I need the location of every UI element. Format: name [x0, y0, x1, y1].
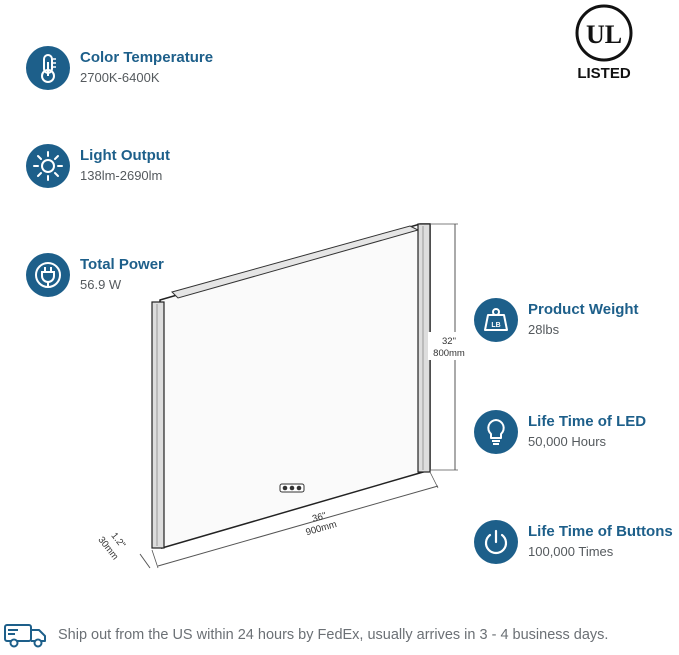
- spec-title: Product Weight: [528, 301, 639, 318]
- spec-title: Total Power: [80, 256, 164, 273]
- spec-value: 100,000 Times: [528, 544, 614, 559]
- spec-color-temperature: Color Temperature 2700K-6400K: [26, 46, 213, 90]
- left-led-strip: [151, 301, 165, 549]
- thermometer-icon: [26, 46, 70, 90]
- spec-value: 56.9 W: [80, 277, 122, 292]
- height-mm: 800mm: [433, 348, 465, 359]
- shipping-text: Ship out from the US within 24 hours by …: [58, 627, 609, 643]
- power-button-icon: [474, 520, 518, 564]
- touch-buttons: [279, 483, 305, 493]
- spec-life-time-buttons: Life Time of Buttons 100,000 Times: [474, 520, 673, 564]
- spec-value: 138lm-2690lm: [80, 168, 163, 183]
- weight-icon: LB: [474, 298, 518, 342]
- delivery-truck-icon: [4, 624, 46, 648]
- power-plug-icon: [26, 253, 70, 297]
- spec-title: Light Output: [80, 147, 170, 164]
- width-inches: 36": [311, 510, 327, 524]
- spec-light-output: Light Output 138lm-2690lm: [26, 144, 170, 188]
- light-bulb-icon: [474, 410, 518, 454]
- ul-mark: UL: [586, 20, 622, 49]
- spec-value: 2700K-6400K: [80, 70, 160, 85]
- spec-title: Life Time of LED: [528, 413, 647, 430]
- spec-value: 50,000 Hours: [528, 434, 607, 449]
- spec-life-time-led: Life Time of LED 50,000 Hours: [474, 410, 646, 454]
- ul-listed-logo: UL LISTED: [575, 4, 633, 82]
- shipping-notice: Ship out from the US within 24 hours by …: [0, 620, 679, 650]
- spec-title: Color Temperature: [80, 49, 214, 66]
- spec-product-weight: LB Product Weight 28lbs: [474, 298, 639, 342]
- sun-icon: [26, 144, 70, 188]
- ul-listed-label: LISTED: [577, 65, 631, 82]
- svg-text:LB: LB: [491, 322, 500, 329]
- mirror-diagram: 32" 800mm 36" 900mm 1.2" 30mm: [96, 223, 470, 569]
- height-inches: 32": [442, 336, 456, 347]
- spec-value: 28lbs: [528, 322, 560, 337]
- spec-title: Life Time of Buttons: [528, 523, 673, 540]
- spec-total-power: Total Power 56.9 W: [26, 253, 164, 297]
